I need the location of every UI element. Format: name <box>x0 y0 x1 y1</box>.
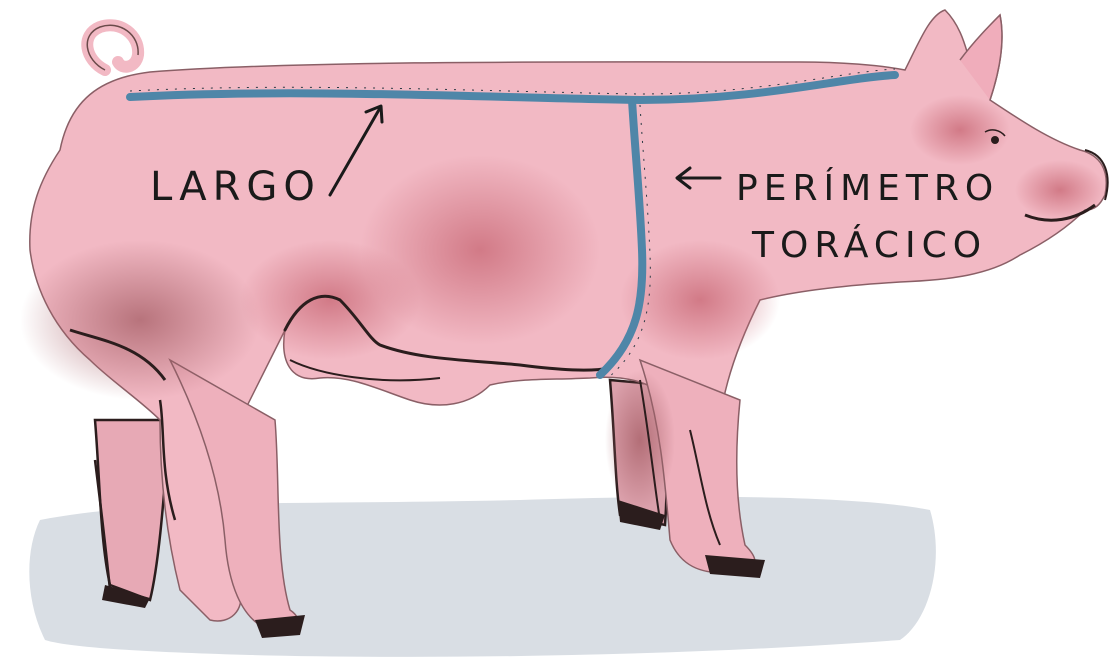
chest-label-line2: TORÁCICO <box>751 224 987 266</box>
length-label: LARGO <box>150 164 321 210</box>
eye <box>991 136 999 144</box>
chest-label-line1: PERÍMETRO <box>736 167 999 209</box>
ground-shadow <box>29 497 936 657</box>
